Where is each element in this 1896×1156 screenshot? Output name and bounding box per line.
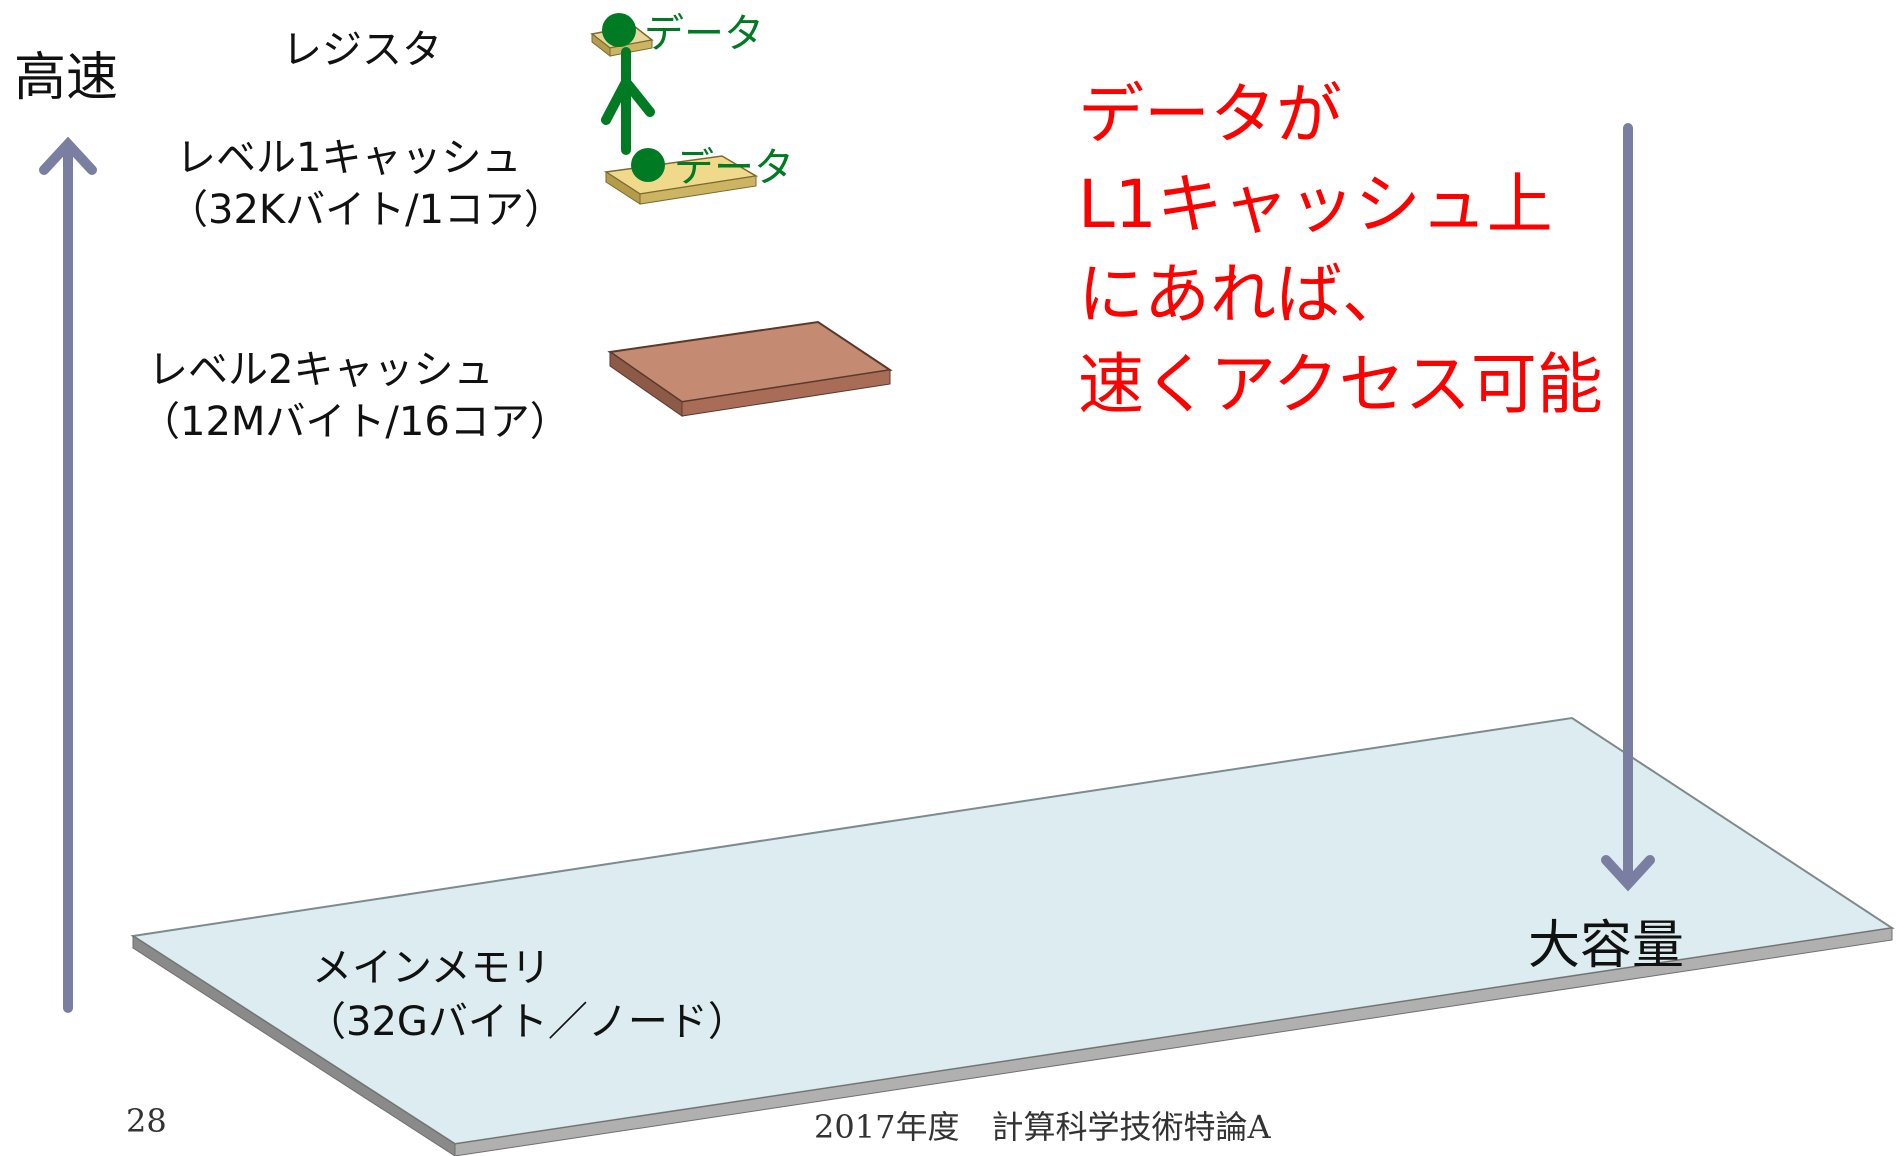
l2-cache-label: レベル2キャッシュ bbox=[148, 347, 494, 393]
data-dot-register bbox=[602, 13, 636, 47]
l1-cache-tile bbox=[603, 155, 759, 205]
capacity-label: 大容量 bbox=[1528, 916, 1685, 976]
l2-cache-slab bbox=[607, 320, 893, 417]
callout-line-3: にあれば、 bbox=[1078, 256, 1408, 333]
data-dot-l1 bbox=[631, 148, 665, 182]
callout-text: データが L1キャッシュ上 にあれば、 速くアクセス可能 bbox=[1078, 70, 1603, 430]
callout-line-2: L1キャッシュ上 bbox=[1078, 166, 1553, 243]
main-memory-detail: （32Gバイト／ノード） bbox=[306, 999, 748, 1045]
l2-cache-detail: （12Mバイト/16コア） bbox=[140, 399, 570, 445]
callout-line-1: データが bbox=[1078, 76, 1342, 153]
register-label: レジスタ bbox=[282, 27, 442, 73]
capacity-arrow bbox=[1601, 123, 1655, 892]
callout-line-4: 速くアクセス可能 bbox=[1078, 346, 1603, 423]
main-memory-label: メインメモリ bbox=[312, 945, 551, 991]
fast-arrow bbox=[39, 136, 97, 1013]
l1-cache-label: レベル1キャッシュ bbox=[176, 135, 522, 181]
l1-cache-detail: （32Kバイト/1コア） bbox=[168, 187, 565, 233]
course-title: 2017年度 計算科学技術特論A bbox=[814, 1108, 1271, 1146]
l1-data-label: データ bbox=[674, 145, 794, 191]
page-number: 28 bbox=[126, 1102, 167, 1140]
register-data-label: データ bbox=[644, 11, 764, 57]
main-memory-slab bbox=[130, 716, 1895, 1156]
data-transfer-arrow bbox=[601, 47, 655, 155]
fast-label: 高速 bbox=[14, 48, 119, 108]
